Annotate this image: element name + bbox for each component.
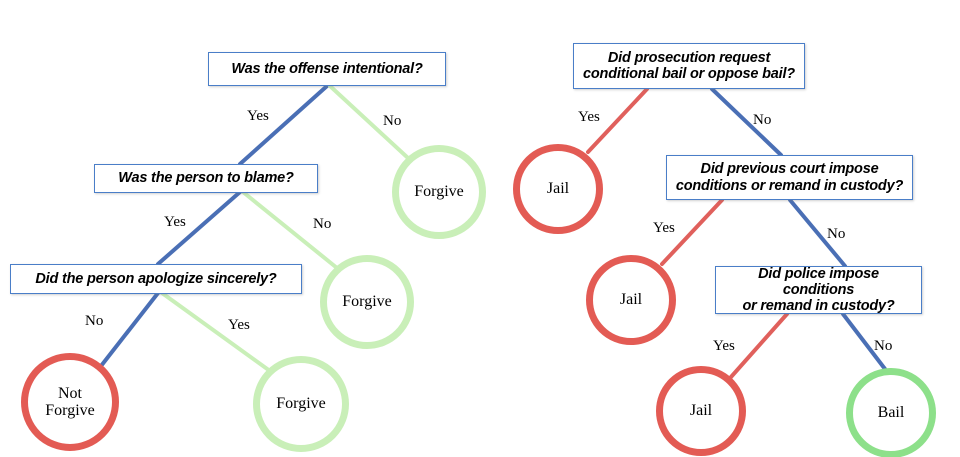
edge-label-l-q1-no: No xyxy=(383,113,402,129)
edge-label-r-q2-yes: Yes xyxy=(653,220,675,236)
question-text-line2: conditions or remand in custody? xyxy=(675,177,904,194)
question-text: Did the person apologize sincerely? xyxy=(35,270,277,287)
edge-label-r-q2-no: No xyxy=(827,226,846,242)
edge-label-l-q2-yes: Yes xyxy=(164,214,186,230)
edge-label-l-q3-no: No xyxy=(85,313,104,329)
edge-label-r-q1-no: No xyxy=(753,112,772,128)
outcome-circle-forgive-1[interactable]: Forgive xyxy=(392,145,486,239)
edge-l-q3-to-l-leaf4 xyxy=(99,291,160,368)
question-box-apologize-sincerely[interactable]: Did the person apologize sincerely? xyxy=(10,264,302,294)
edge-r-q3-to-r-leaf3 xyxy=(729,312,789,379)
outcome-label-line1: Not xyxy=(58,384,82,402)
question-box-previous-court-impose[interactable]: Did previous court impose conditions or … xyxy=(666,155,913,200)
outcome-label: Forgive xyxy=(414,183,464,201)
edge-label-r-q1-yes: Yes xyxy=(578,109,600,125)
outcome-label: Jail xyxy=(546,180,570,198)
edge-label-l-q1-yes: Yes xyxy=(247,108,269,124)
question-box-offense-intentional[interactable]: Was the offense intentional? xyxy=(208,52,446,86)
question-text: Was the offense intentional? xyxy=(231,60,423,77)
outcome-circle-jail-2[interactable]: Jail xyxy=(586,255,676,345)
outcome-circle-forgive-2[interactable]: Forgive xyxy=(320,255,414,349)
question-text-line1: Did police impose conditions xyxy=(758,265,879,298)
outcome-label-line2: Forgive xyxy=(45,402,95,419)
outcome-circle-not-forgive[interactable]: Not Forgive xyxy=(21,353,119,451)
edge-label-r-q3-yes: Yes xyxy=(713,338,735,354)
outcome-label: Forgive xyxy=(342,293,392,311)
outcome-circle-jail-1[interactable]: Jail xyxy=(513,144,603,234)
question-text-line1: Did prosecution request xyxy=(607,49,771,66)
edge-label-r-q3-no: No xyxy=(874,338,893,354)
question-box-police-impose-conditions[interactable]: Did police impose conditions or remand i… xyxy=(715,266,922,314)
question-text: Was the person to blame? xyxy=(118,170,294,187)
edge-l-q1-to-l-q2 xyxy=(238,84,329,166)
outcome-label: Forgive xyxy=(276,395,326,413)
outcome-label: Jail xyxy=(689,402,713,420)
outcome-circle-jail-3[interactable]: Jail xyxy=(656,366,746,456)
outcome-circle-forgive-3[interactable]: Forgive xyxy=(253,356,349,452)
edge-label-l-q3-yes: Yes xyxy=(228,317,250,333)
question-text-line2: conditional bail or oppose bail? xyxy=(583,66,795,82)
outcome-label: Jail xyxy=(619,291,643,309)
edge-l-q3-to-l-leaf3 xyxy=(160,291,272,373)
question-box-prosecution-request[interactable]: Did prosecution request conditional bail… xyxy=(573,43,805,89)
question-box-person-to-blame[interactable]: Was the person to blame? xyxy=(94,164,318,193)
question-text-line2: or remand in custody? xyxy=(742,298,895,315)
outcome-label: Bail xyxy=(877,404,905,422)
edge-label-l-q2-no: No xyxy=(313,216,332,232)
outcome-circle-bail[interactable]: Bail xyxy=(846,368,936,457)
question-text-line1: Did previous court impose xyxy=(700,161,879,178)
